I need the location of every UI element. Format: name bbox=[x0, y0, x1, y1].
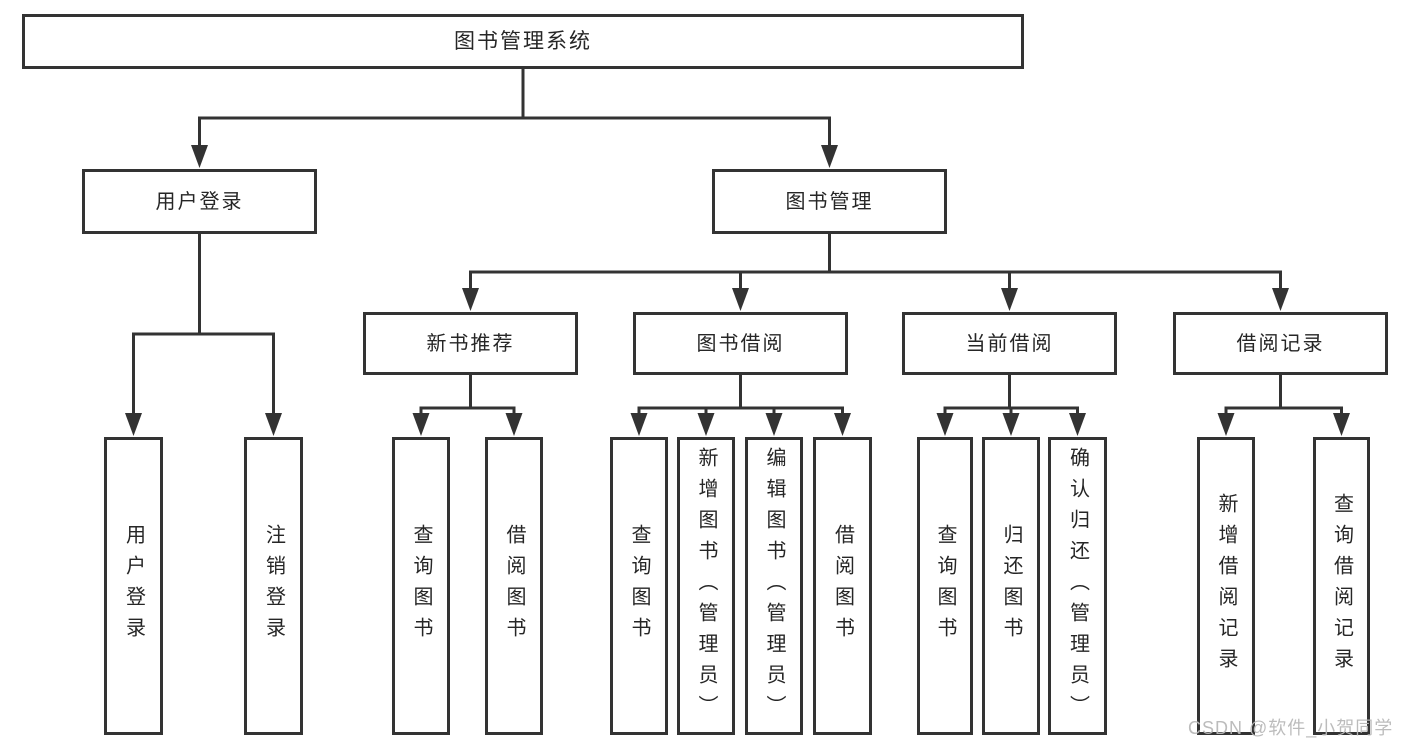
arrowhead-icon bbox=[1272, 288, 1289, 311]
node-leaf-add-book: 新增图书（管理员） bbox=[677, 437, 735, 735]
node-label: 借阅记录 bbox=[1236, 332, 1325, 355]
arrowhead-icon bbox=[1333, 413, 1350, 436]
node-leaf-borrow-book-2: 借阅图书 bbox=[813, 437, 872, 735]
node-leaf-return-book: 归还图书 bbox=[982, 437, 1040, 735]
arrowhead-icon bbox=[765, 413, 783, 436]
node-label: 查询图书 bbox=[628, 524, 650, 648]
connector-user-login bbox=[125, 234, 282, 436]
node-label: 查询图书 bbox=[934, 524, 956, 648]
node-label: 用户登录 bbox=[122, 524, 145, 648]
node-label: 查询图书 bbox=[410, 524, 432, 648]
node-label: 新书推荐 bbox=[426, 332, 515, 355]
arrowhead-icon bbox=[505, 413, 523, 436]
node-user-login: 用户登录 bbox=[82, 169, 317, 234]
node-leaf-query-book-1: 查询图书 bbox=[392, 437, 450, 735]
node-leaf-add-borrow-record: 新增借阅记录 bbox=[1197, 437, 1255, 735]
node-label: 借阅图书 bbox=[831, 524, 854, 648]
arrowhead-icon bbox=[265, 413, 282, 436]
node-leaf-borrow-book-1: 借阅图书 bbox=[485, 437, 543, 735]
node-borrow-records: 借阅记录 bbox=[1173, 312, 1388, 375]
arrowhead-icon bbox=[191, 145, 208, 168]
node-label: 用户登录 bbox=[155, 190, 244, 213]
node-current-borrow: 当前借阅 bbox=[902, 312, 1117, 375]
node-label: 新增图书（管理员） bbox=[695, 446, 717, 726]
arrowhead-icon bbox=[412, 413, 430, 436]
node-label: 图书借阅 bbox=[696, 332, 785, 355]
arrowhead-icon bbox=[630, 413, 648, 436]
arrowhead-icon bbox=[936, 413, 954, 436]
node-label: 确认归还（管理员） bbox=[1066, 446, 1089, 726]
connector-borrow-records bbox=[1217, 375, 1350, 436]
node-new-book-rec: 新书推荐 bbox=[363, 312, 578, 375]
node-book-mgmt: 图书管理 bbox=[712, 169, 947, 234]
arrowhead-icon bbox=[732, 288, 749, 311]
node-label: 图书管理系统 bbox=[454, 30, 592, 53]
arrowhead-icon bbox=[834, 413, 851, 436]
connector-root bbox=[191, 69, 838, 168]
arrowhead-icon bbox=[1002, 413, 1020, 436]
node-leaf-user-login: 用户登录 bbox=[104, 437, 163, 735]
arrowhead-icon bbox=[821, 145, 838, 168]
node-leaf-query-book-2: 查询图书 bbox=[610, 437, 668, 735]
node-label: 图书管理 bbox=[785, 190, 874, 213]
connector-book-mgmt bbox=[462, 234, 1289, 311]
node-label: 当前借阅 bbox=[965, 332, 1054, 355]
node-label: 编辑图书（管理员） bbox=[763, 446, 785, 726]
connector-current-borrow bbox=[936, 375, 1086, 436]
arrowhead-icon bbox=[1069, 413, 1086, 436]
node-leaf-query-book-3: 查询图书 bbox=[917, 437, 973, 735]
node-leaf-logout: 注销登录 bbox=[244, 437, 303, 735]
arrowhead-icon bbox=[1001, 288, 1018, 311]
arrowhead-icon bbox=[462, 288, 479, 311]
node-root: 图书管理系统 bbox=[22, 14, 1024, 69]
node-label: 借阅图书 bbox=[503, 524, 525, 648]
connector-book-borrow bbox=[630, 375, 851, 436]
node-leaf-confirm-return: 确认归还（管理员） bbox=[1048, 437, 1107, 735]
node-label: 归还图书 bbox=[1000, 524, 1022, 648]
node-label: 注销登录 bbox=[262, 524, 285, 648]
connector-new-book-rec bbox=[412, 375, 523, 436]
node-leaf-query-borrow-record: 查询借阅记录 bbox=[1313, 437, 1370, 735]
arrowhead-icon bbox=[1217, 413, 1235, 436]
node-label: 新增借阅记录 bbox=[1215, 493, 1237, 679]
node-label: 查询借阅记录 bbox=[1330, 493, 1353, 679]
arrowhead-icon bbox=[125, 413, 142, 436]
node-leaf-edit-book: 编辑图书（管理员） bbox=[745, 437, 803, 735]
node-book-borrow: 图书借阅 bbox=[633, 312, 848, 375]
arrowhead-icon bbox=[697, 413, 715, 436]
